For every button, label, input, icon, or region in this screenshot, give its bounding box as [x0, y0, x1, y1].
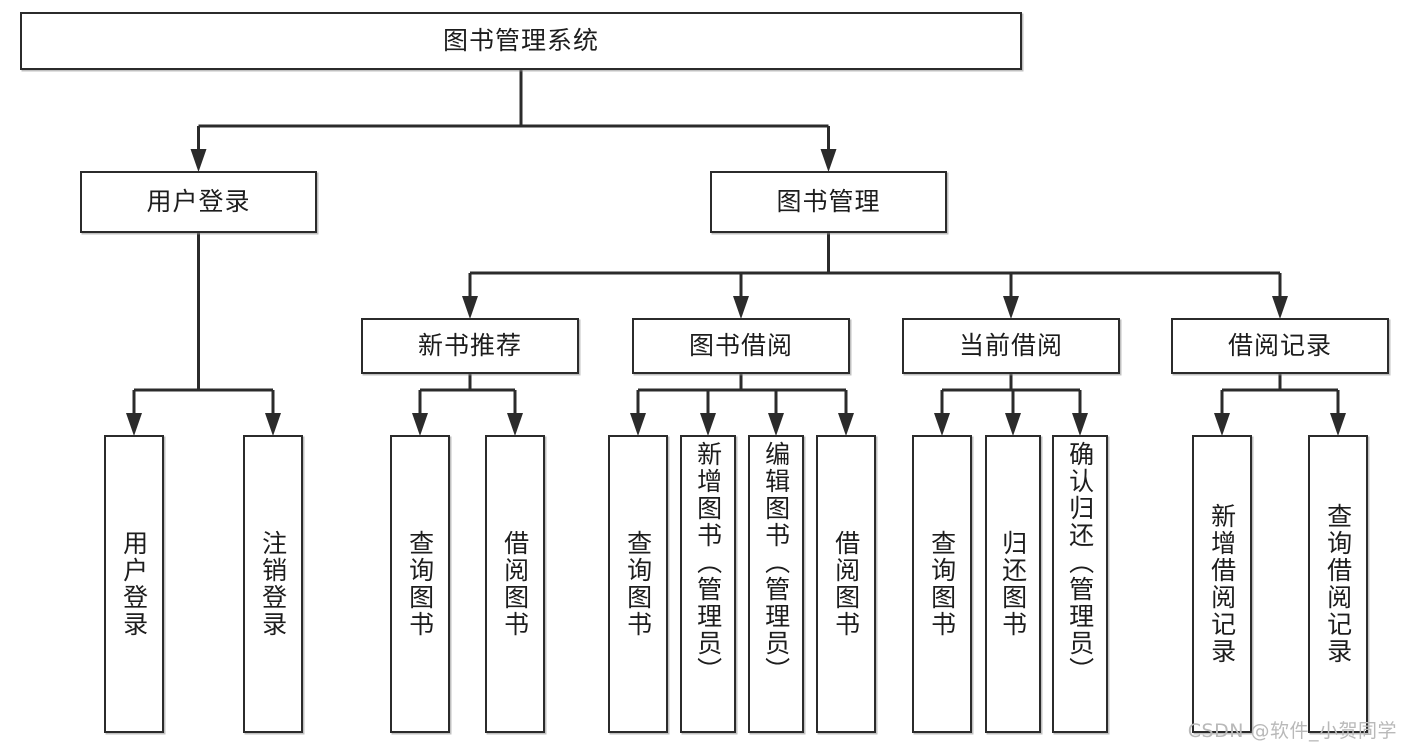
node-label: 借阅图书 — [831, 530, 861, 638]
watermark-text: CSDN @软件_小贺同学 — [1187, 720, 1397, 742]
edge-arrowhead — [190, 149, 207, 172]
node-book-borrow[interactable]: 图书借阅 — [632, 318, 850, 374]
edge-arrowhead — [838, 413, 854, 436]
node-book-manage[interactable]: 图书管理 — [710, 171, 947, 233]
node-label: 借阅记录 — [1227, 331, 1332, 360]
node-label: 确认归还（管理员） — [1065, 441, 1095, 684]
node-label: 用户登录 — [146, 187, 251, 216]
edge-arrowhead — [1072, 413, 1088, 436]
node-label: 图书管理系统 — [442, 26, 599, 55]
edge-arrowhead — [733, 296, 749, 319]
node-leaf-3[interactable]: 查询图书 — [390, 435, 450, 733]
node-current-borrow[interactable]: 当前借阅 — [902, 318, 1120, 374]
node-leaf-2[interactable]: 注销登录 — [243, 435, 303, 733]
node-borrow-record[interactable]: 借阅记录 — [1171, 318, 1389, 374]
edge-arrowhead — [507, 413, 523, 436]
node-label: 注销登录 — [258, 530, 288, 638]
edge-arrowhead — [700, 413, 716, 436]
node-leaf-13[interactable]: 查询借阅记录 — [1308, 435, 1368, 733]
node-label: 新增图书（管理员） — [693, 441, 723, 684]
node-user-login[interactable]: 用户登录 — [80, 171, 317, 233]
node-label: 归还图书 — [998, 530, 1028, 638]
edge-arrowhead — [265, 413, 281, 436]
edge-arrowhead — [820, 149, 837, 172]
node-label: 图书借阅 — [688, 331, 793, 360]
edge-arrowhead — [1005, 413, 1021, 436]
node-leaf-9[interactable]: 查询图书 — [912, 435, 972, 733]
node-label: 查询图书 — [623, 530, 653, 638]
node-new-book-rec[interactable]: 新书推荐 — [361, 318, 579, 374]
edge-arrowhead — [1003, 296, 1019, 319]
edge-arrowhead — [630, 413, 646, 436]
node-leaf-10[interactable]: 归还图书 — [985, 435, 1041, 733]
node-leaf-8[interactable]: 借阅图书 — [816, 435, 876, 733]
node-root[interactable]: 图书管理系统 — [20, 12, 1022, 70]
node-leaf-1[interactable]: 用户登录 — [104, 435, 164, 733]
node-leaf-11[interactable]: 确认归还（管理员） — [1052, 435, 1108, 733]
node-label: 编辑图书（管理员） — [761, 441, 791, 684]
node-label: 借阅图书 — [500, 530, 530, 638]
edge-arrowhead — [462, 296, 478, 319]
node-label: 图书管理 — [776, 187, 881, 216]
node-leaf-12[interactable]: 新增借阅记录 — [1192, 435, 1252, 733]
node-label: 查询借阅记录 — [1323, 503, 1353, 665]
edge-arrowhead — [768, 413, 784, 436]
node-leaf-4[interactable]: 借阅图书 — [485, 435, 545, 733]
node-leaf-5[interactable]: 查询图书 — [608, 435, 668, 733]
edge-arrowhead — [1214, 413, 1230, 436]
node-leaf-7[interactable]: 编辑图书（管理员） — [748, 435, 804, 733]
node-label: 查询图书 — [927, 530, 957, 638]
edge-arrowhead — [1272, 296, 1288, 319]
node-label: 查询图书 — [405, 530, 435, 638]
edge-arrowhead — [412, 413, 428, 436]
node-label: 新书推荐 — [417, 331, 522, 360]
edge-arrowhead — [1330, 413, 1346, 436]
node-label: 新增借阅记录 — [1207, 503, 1237, 665]
node-leaf-6[interactable]: 新增图书（管理员） — [680, 435, 736, 733]
node-label: 当前借阅 — [958, 331, 1063, 360]
node-label: 用户登录 — [119, 530, 149, 638]
edge-arrowhead — [934, 413, 950, 436]
edge-arrowhead — [126, 413, 142, 436]
